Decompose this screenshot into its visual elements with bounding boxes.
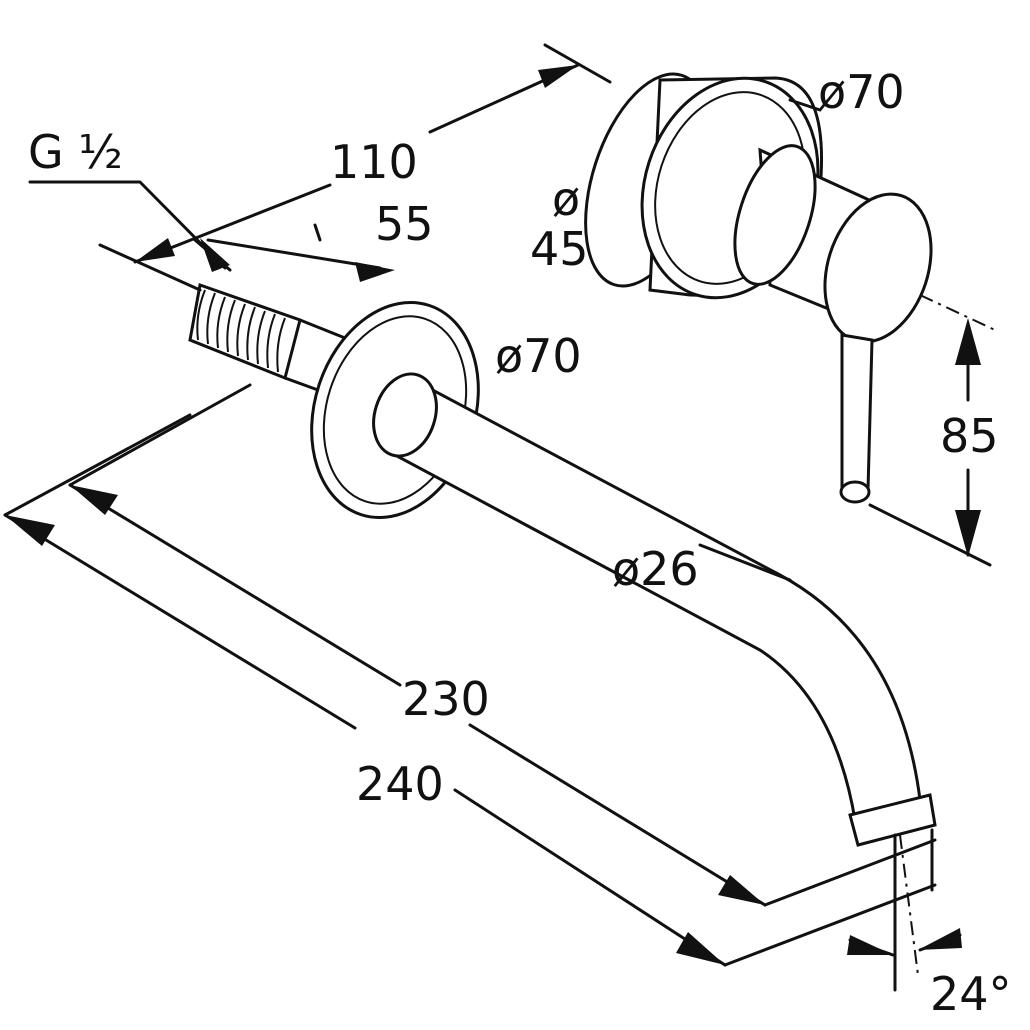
mixer-handle-assembly: [584, 72, 933, 504]
handle-lever-tip: [839, 480, 871, 504]
connector-pipe: [283, 318, 347, 392]
dim-110-arrow-left: [135, 238, 175, 262]
label-dim-26: ø26: [612, 542, 699, 596]
dim-230-line: [68, 483, 767, 907]
dim-85-arrow-top: [955, 318, 981, 365]
label-dim-70-handle: ø70: [818, 65, 905, 119]
dim-240-ext-left: [3, 413, 192, 517]
dim-55-arrow-left: [200, 238, 230, 272]
label-dim-45-value: 45: [530, 222, 589, 276]
spout-aerator: [848, 793, 937, 847]
dim-24-arrow-right: [918, 928, 962, 950]
dim-70-handle-leader: [788, 98, 822, 112]
dim-85-arrow-bottom: [955, 510, 981, 557]
spout-assembly: [188, 283, 937, 847]
label-dim-110: 110: [330, 135, 418, 189]
dim-26-leader: [698, 543, 792, 582]
label-dim-85: 85: [940, 409, 999, 463]
label-dim-70-spout: ø70: [495, 329, 582, 383]
handle-cylinder-back: [733, 144, 817, 286]
dim-230-240-ext-right: [723, 838, 937, 967]
dim-24-axis: [899, 834, 919, 976]
thread-lines: [196, 289, 286, 373]
dimension-lines: [3, 43, 996, 992]
dim-110-arrow-right: [538, 65, 578, 88]
handle-lever: [840, 333, 874, 500]
label-dim-45-symbol: ø: [552, 172, 580, 226]
dim-85-ext-top: [919, 294, 996, 331]
dim-24-arrow-left: [847, 935, 893, 955]
dim-240-line: [3, 513, 727, 967]
dim-230-arrow-left: [70, 485, 118, 515]
dim-240-arrow-left: [5, 515, 55, 546]
label-dim-230: 230: [402, 672, 490, 726]
label-dim-55: 55: [375, 197, 434, 251]
dim-240-arrow-right: [676, 932, 725, 965]
dim-24-lines: [893, 828, 934, 992]
label-thread: G ½: [28, 125, 123, 179]
dim-230-ext-left: [68, 383, 252, 487]
label-dim-24deg: 24°: [930, 967, 1012, 1021]
spout-pipe-root: [372, 372, 438, 458]
dim-230-arrow-right: [718, 875, 765, 905]
dim-85-ext-bottom: [868, 503, 992, 567]
dim-110-extensions: [98, 43, 612, 292]
dimension-labels: G ½ 110 55 ø70 ø 45 ø70 ø26 85 230 240 2…: [28, 65, 1012, 1021]
label-dim-240: 240: [356, 757, 444, 811]
thread-leader: [28, 180, 227, 270]
dim-55-arrow-right: [355, 262, 395, 282]
